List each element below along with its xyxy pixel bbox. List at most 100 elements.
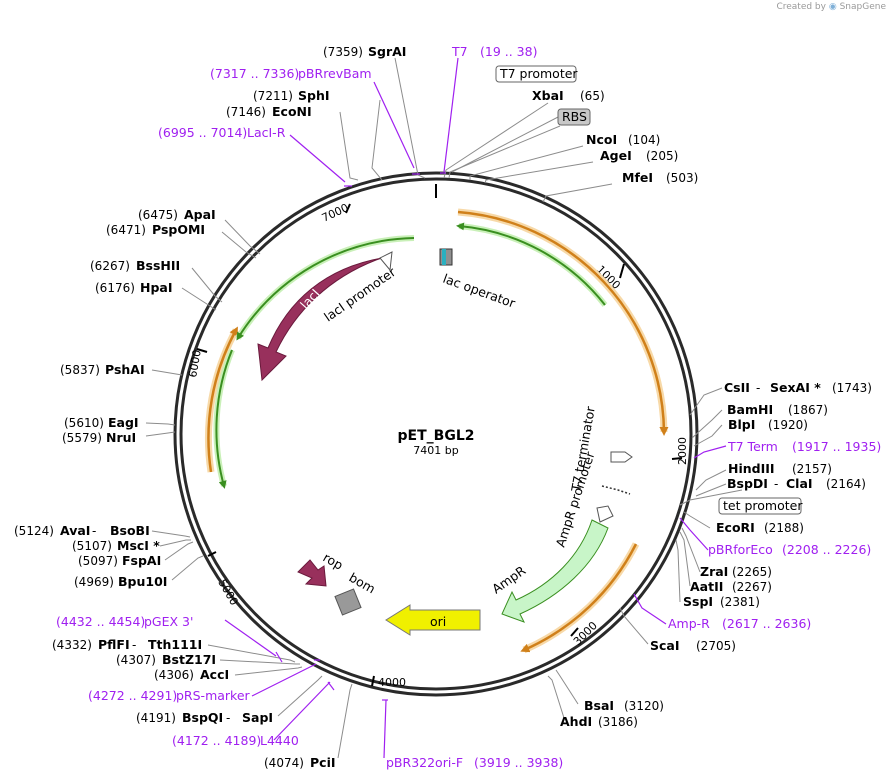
svg-text:(3919 .. 3938): (3919 .. 3938) — [474, 755, 563, 770]
primer-pbrforeco: pBRforEco (2208 .. 2226) — [708, 542, 871, 557]
svg-text:(205): (205) — [646, 149, 678, 163]
bom-block — [334, 588, 362, 616]
svg-text:PflFI: PflFI — [98, 637, 130, 652]
site-sphi: (7211) SphI — [253, 88, 330, 103]
site-acci: (4306) AccI — [154, 667, 229, 682]
orf-arc-3 — [207, 326, 238, 473]
primer-t7-term: T7 Term (1917 .. 1935) — [727, 439, 881, 454]
site-pshai: (5837) PshAI — [60, 362, 145, 377]
svg-text:(19 .. 38): (19 .. 38) — [480, 44, 537, 59]
svg-text:Bpu10I: Bpu10I — [118, 574, 167, 589]
site-pflfi-tth111i: (4332) PflFI - Tth111I — [52, 637, 202, 652]
svg-text:EagI: EagI — [108, 415, 139, 430]
svg-text:FspAI: FspAI — [122, 553, 161, 568]
svg-text:(4332): (4332) — [52, 638, 92, 652]
svg-text:T7 Term: T7 Term — [727, 439, 778, 454]
primer-pgex3: (4432 .. 4454) pGEX 3' — [56, 614, 193, 629]
svg-text:NcoI: NcoI — [586, 132, 617, 147]
ampr-promoter-arrow — [596, 505, 614, 523]
ampr-arrow — [501, 519, 609, 623]
svg-text:(1743): (1743) — [832, 381, 872, 395]
svg-text:(6475): (6475) — [138, 208, 178, 222]
svg-text:T7 promoter: T7 promoter — [499, 66, 578, 81]
svg-text:(4432 .. 4454): (4432 .. 4454) — [56, 614, 145, 629]
site-msci: (5107) MscI * — [72, 538, 160, 553]
plasmid-length: 7401 bp — [413, 444, 458, 457]
site-eagi: (5610) EagI — [64, 415, 139, 430]
site-scai: ScaI (2705) — [650, 638, 736, 653]
svg-text:BssHII: BssHII — [136, 258, 180, 273]
svg-text:(4272 .. 4291): (4272 .. 4291) — [88, 688, 177, 703]
green-arc-1 — [456, 222, 606, 306]
svg-text:AccI: AccI — [200, 667, 229, 682]
svg-text:(7359): (7359) — [323, 45, 363, 59]
rbs-box: RBS — [557, 108, 591, 126]
svg-text:(1917 .. 1935): (1917 .. 1935) — [792, 439, 881, 454]
svg-text:Amp-R: Amp-R — [668, 616, 710, 631]
svg-text:(2164): (2164) — [826, 477, 866, 491]
tick-4000: 4000 — [378, 676, 406, 689]
svg-text:(4969): (4969) — [74, 575, 114, 589]
svg-text:(2188): (2188) — [764, 521, 804, 535]
svg-text:pBRforEco: pBRforEco — [708, 542, 773, 557]
right-site-labels: (7359) SgrAI XbaI (65) NcoI (104) AgeI (… — [323, 44, 872, 729]
site-bpu10i: (4969) Bpu10I — [74, 574, 167, 589]
svg-text:(1920): (1920) — [768, 418, 808, 432]
svg-text:MfeI: MfeI — [622, 170, 653, 185]
svg-text:ApaI: ApaI — [184, 207, 216, 222]
svg-text:HindIII: HindIII — [728, 461, 775, 476]
svg-text:(5124): (5124) — [14, 524, 54, 538]
svg-text:(3120): (3120) — [624, 699, 664, 713]
svg-text:(2381): (2381) — [720, 595, 760, 609]
svg-text:L4440: L4440 — [260, 733, 299, 748]
svg-text:(6267): (6267) — [90, 259, 130, 273]
site-sgrai: (7359) SgrAI — [323, 44, 406, 59]
svg-text:(6471): (6471) — [106, 223, 146, 237]
orf-arc-2 — [520, 543, 638, 653]
site-blpi: BlpI (1920) — [728, 417, 808, 432]
primer-leaders — [224, 57, 727, 759]
backbone-inner — [179, 177, 693, 691]
plasmid-name: pET_BGL2 — [398, 428, 475, 444]
svg-text:SgrAI: SgrAI — [368, 44, 406, 59]
svg-text:EcoNI: EcoNI — [272, 104, 312, 119]
site-bstz17i: (4307) BstZ17I — [116, 652, 216, 667]
primer-l4440: (4172 .. 4189) L4440 — [172, 733, 299, 748]
site-zrai: ZraI (2265) — [700, 564, 772, 579]
site-bspdi-clai: BspDI - ClaI (2164) — [727, 476, 866, 491]
site-csii-sexai: CsII - SexAI * (1743) — [724, 380, 872, 395]
svg-text:PciI: PciI — [310, 755, 336, 770]
site-mfei: MfeI (503) — [622, 170, 698, 185]
svg-text:(65): (65) — [580, 89, 605, 103]
svg-text:(5579): (5579) — [62, 431, 102, 445]
svg-text:(1867): (1867) — [788, 403, 828, 417]
laci-promoter-label: lacI promoter — [321, 264, 399, 325]
svg-text:MscI *: MscI * — [117, 538, 160, 553]
svg-text:LacI-R: LacI-R — [247, 125, 286, 140]
svg-text:(4074): (4074) — [264, 756, 304, 770]
site-econi: (7146) EcoNI — [226, 104, 312, 119]
snapgene-logo-icon: ◉ — [828, 2, 837, 12]
svg-text:pBRrevBam: pBRrevBam — [298, 66, 372, 81]
tick-2000: 2000 — [676, 437, 689, 465]
site-xbai: XbaI (65) — [532, 88, 605, 103]
svg-text:(2617 .. 2636): (2617 .. 2636) — [722, 616, 811, 631]
svg-text:pBR322ori-F: pBR322ori-F — [386, 755, 463, 770]
svg-text:BstZ17I: BstZ17I — [162, 652, 216, 667]
svg-text:(4306): (4306) — [154, 668, 194, 682]
svg-text:BspDI: BspDI — [727, 476, 768, 491]
site-nrui: (5579) NruI — [62, 430, 136, 445]
svg-text:pGEX 3': pGEX 3' — [144, 614, 193, 629]
site-hindiii: HindIII (2157) — [728, 461, 832, 476]
ampr-label: AmpR — [489, 563, 528, 597]
green-arc-3 — [215, 349, 233, 489]
svg-text:-: - — [774, 477, 778, 491]
svg-text:SspI: SspI — [683, 594, 713, 609]
svg-text:-: - — [226, 711, 230, 725]
svg-text:RBS: RBS — [562, 109, 587, 124]
green-arc-2 — [236, 237, 415, 341]
t7-promoter-box: T7 promoter — [495, 65, 578, 83]
svg-text:XbaI: XbaI — [532, 88, 564, 103]
svg-text:(5107): (5107) — [72, 539, 112, 553]
